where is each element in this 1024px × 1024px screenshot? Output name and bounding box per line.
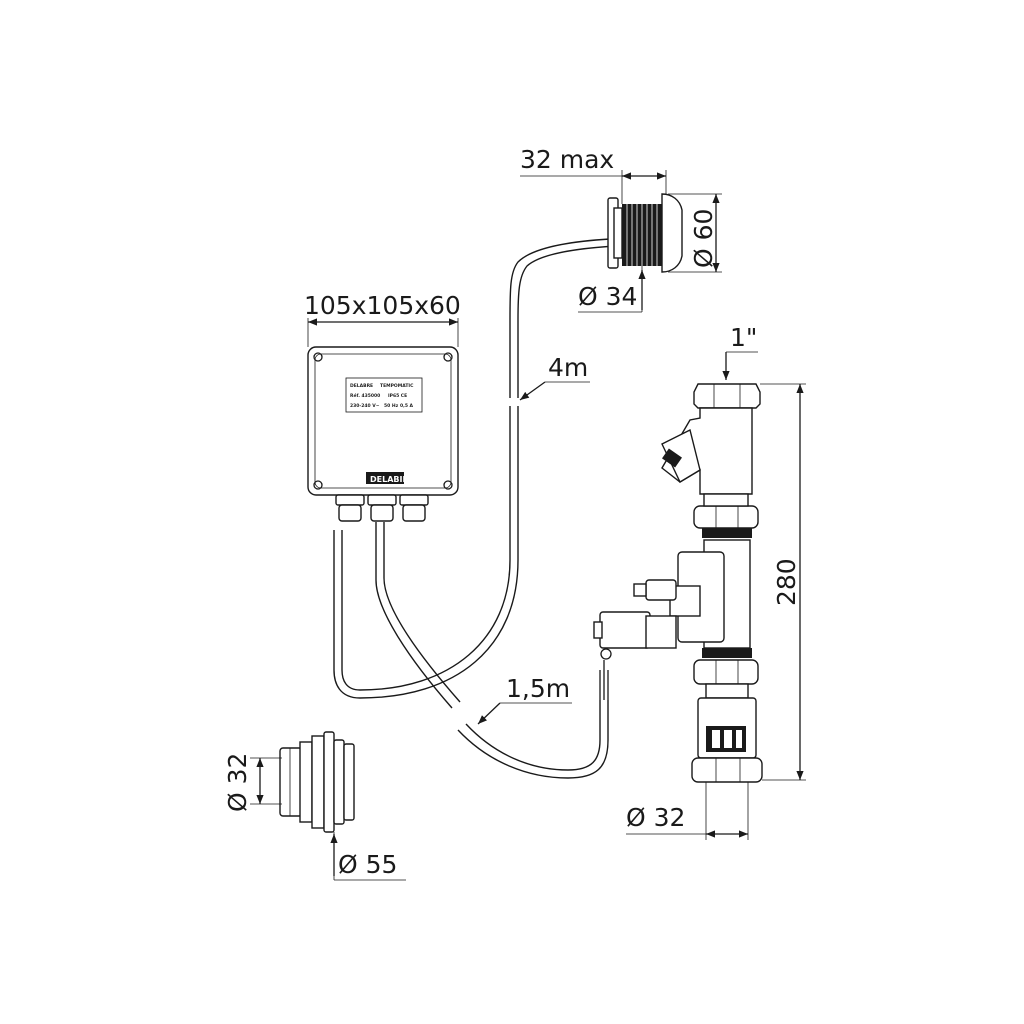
dim-box-size: 105x105x60 <box>304 291 461 320</box>
box-label-ref: Réf. 435000 <box>350 392 380 399</box>
cables <box>333 238 617 779</box>
box-label-brand: DELABRE <box>350 383 373 389</box>
cable-glands <box>335 494 429 522</box>
cable-4m-upper-b <box>517 245 617 398</box>
solenoid-lead <box>599 660 609 700</box>
box-label-freq: 50 Hz <box>384 403 399 409</box>
box-label-voltage: 230-240 V~ <box>350 403 380 409</box>
push-button <box>607 193 683 273</box>
box-logo: DELABIE <box>370 475 408 484</box>
dimensions: 32 max Ø 60 Ø 34 105x105x60 4m 1" 280 1, <box>223 145 806 881</box>
cable-15m-a <box>375 522 453 709</box>
box-logo-plate <box>366 472 404 484</box>
box-label-current: 0,5 A <box>400 403 414 409</box>
wall-sleeve <box>279 731 355 833</box>
dim-cable-short: 1,5m <box>506 674 570 703</box>
cable-15m-c <box>457 700 609 779</box>
dim-outlet: Ø 32 <box>626 803 685 832</box>
cable-4m-lower-b <box>333 406 519 699</box>
control-box: DELABRE TEMPOMATIC Réf. 435000 IP65 CE 2… <box>307 346 459 522</box>
dim-valve-height: 280 <box>772 558 801 606</box>
cable-15m-d <box>465 700 601 771</box>
valve-assembly <box>593 383 763 783</box>
cable-4m-upper <box>509 238 611 398</box>
dim-button-cutout: Ø 34 <box>578 282 637 311</box>
cable-4m-lower <box>341 406 511 691</box>
box-label-product: TEMPOMATIC <box>380 383 414 389</box>
dim-inlet-thread: 1" <box>730 323 757 352</box>
dim-button-depth: 32 max <box>520 145 614 174</box>
dim-button-outer: Ø 60 <box>689 209 718 268</box>
cable-15m-b <box>383 522 461 703</box>
dim-cable-long: 4m <box>548 353 588 382</box>
box-label-marks: IP65 CE <box>388 393 407 399</box>
dim-sleeve-outer: Ø 55 <box>338 850 397 879</box>
dim-sleeve-inner: Ø 32 <box>223 753 252 812</box>
